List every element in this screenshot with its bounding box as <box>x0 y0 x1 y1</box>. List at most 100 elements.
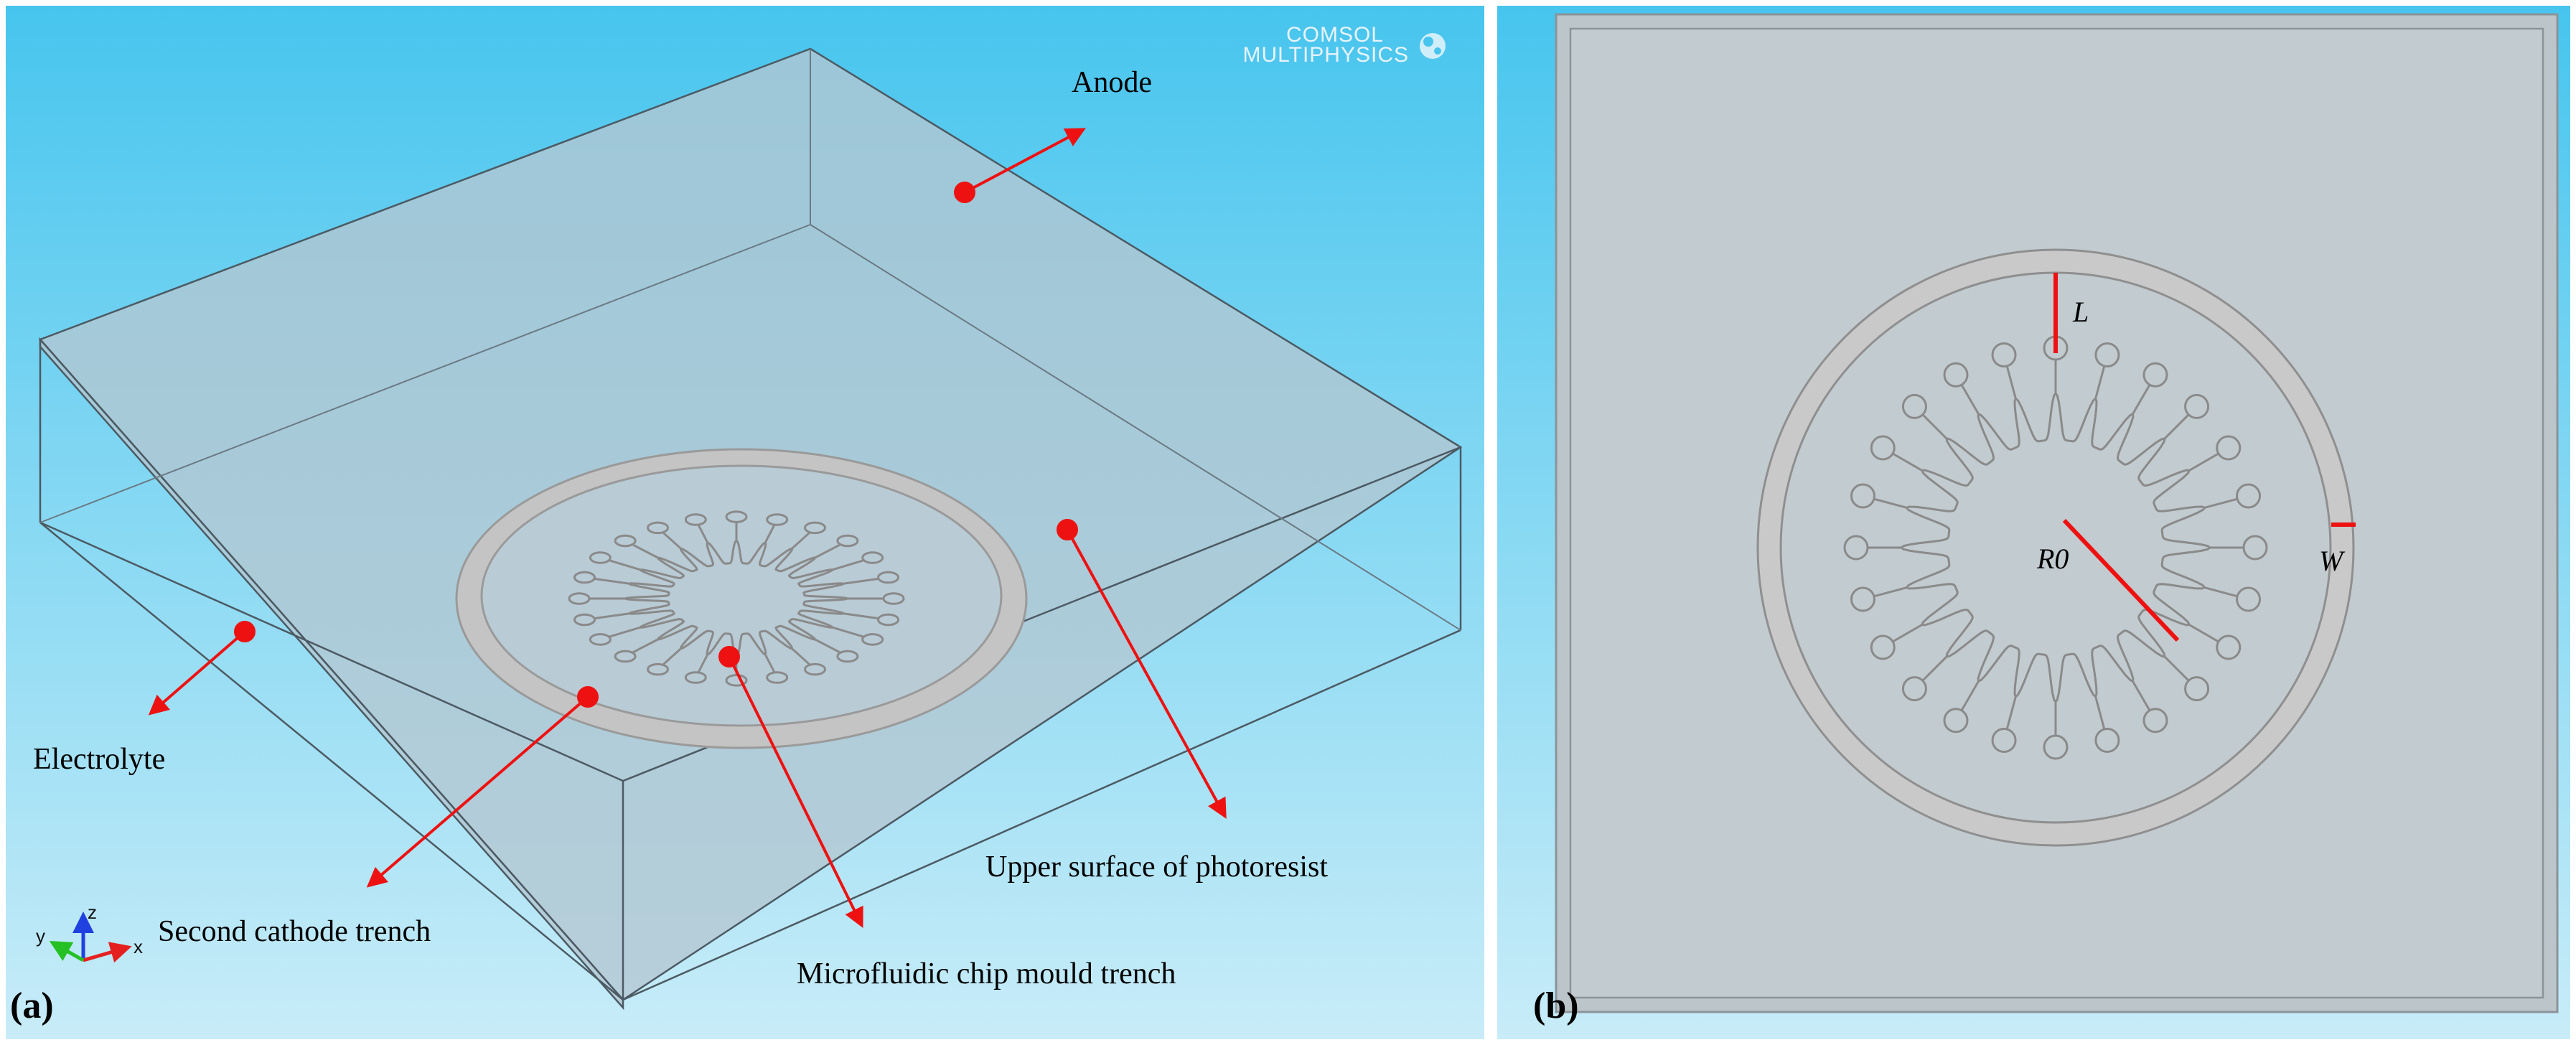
mould-stem <box>697 524 709 543</box>
callout-mould-trench-dot <box>718 646 740 667</box>
mould-stem <box>609 626 641 638</box>
svg-text:MULTIPHYSICS: MULTIPHYSICS <box>1243 43 1409 67</box>
mould-chamber <box>568 592 591 605</box>
mould-chamber <box>647 521 669 535</box>
label-W: W <box>2319 545 2346 577</box>
mould-stem <box>632 638 659 654</box>
mould-chamber <box>836 534 859 548</box>
axis-z-label: z <box>88 901 97 923</box>
axis-y-label: y <box>36 925 45 947</box>
mould-chamber <box>2216 435 2242 461</box>
callout-upper-surface-dot <box>1057 519 1078 540</box>
dimension-R0 <box>2062 518 2180 642</box>
mould-chamber <box>589 633 612 646</box>
mould-chamber <box>647 662 669 676</box>
label-electrolyte: Electrolyte <box>33 743 165 776</box>
mould-chamber <box>614 534 637 548</box>
mould-stem <box>697 654 709 673</box>
mould-stem <box>1892 624 1923 643</box>
mould-stem <box>2132 384 2151 415</box>
mould-chamber <box>1870 634 1896 660</box>
svg-text:COMSOL: COMSOL <box>1286 23 1384 47</box>
mould-stem <box>2132 680 2151 711</box>
mould-stem <box>662 647 682 666</box>
mould-stem <box>1873 497 1907 509</box>
mould-stem <box>594 577 629 585</box>
panel-b: L W R0 (b) <box>1497 6 2570 1039</box>
callout-electrolyte-dot <box>234 621 256 642</box>
mould-chamber <box>1850 586 1875 612</box>
mould-stem <box>2204 586 2238 598</box>
mould-chamber <box>861 633 884 646</box>
label-L: L <box>2072 296 2089 328</box>
mould-stem <box>594 612 629 620</box>
comsol-logo-icon: COMSOL MULTIPHYSICS <box>1243 23 1446 67</box>
mould-chamber <box>804 662 826 676</box>
mould-chamber <box>2094 342 2120 367</box>
mould-chamber <box>882 592 905 605</box>
mould-stem <box>1921 413 1948 440</box>
mould-chamber <box>2236 483 2262 509</box>
mould-chamber <box>766 513 789 526</box>
microfluidic-mould-pattern-b <box>1843 335 2268 760</box>
mould-chamber <box>2236 586 2262 612</box>
axis-x-label: x <box>134 936 143 957</box>
mould-stem <box>632 543 659 559</box>
mould-stem <box>832 626 864 638</box>
mould-chamber <box>836 650 859 663</box>
mould-chamber <box>766 671 789 684</box>
mould-stem <box>2188 452 2219 472</box>
mould-chamber <box>1991 728 2017 754</box>
callout-electrolyte <box>148 630 246 716</box>
mould-chamber <box>614 650 637 663</box>
second-cathode-trench <box>455 448 1028 749</box>
mould-stem <box>2094 696 2106 730</box>
mould-stem <box>791 531 811 550</box>
mould-chamber <box>877 571 900 584</box>
mould-stem <box>832 559 864 571</box>
mould-stem <box>2005 696 2017 730</box>
mould-stem <box>662 531 682 550</box>
mould-stem <box>843 577 879 585</box>
mould-stem <box>2188 624 2219 643</box>
mould-chamber <box>573 613 596 627</box>
mould-stem <box>1892 452 1923 472</box>
mould-stem <box>843 612 879 620</box>
mould-stem <box>1873 586 1907 598</box>
mould-chamber <box>1870 435 1896 461</box>
mould-chamber <box>725 510 748 523</box>
callout-second-cathode <box>366 695 589 888</box>
mould-chamber <box>1901 393 1927 419</box>
mould-stem <box>764 654 776 673</box>
mould-chamber <box>2216 634 2242 660</box>
mould-chamber <box>725 674 748 687</box>
mould-chamber <box>573 571 596 584</box>
mould-stem <box>1921 655 1948 682</box>
label-second-cathode: Second cathode trench <box>158 915 431 948</box>
label-mould-trench: Microfluidic chip mould trench <box>797 957 1176 990</box>
mould-stem <box>2163 655 2190 682</box>
mould-stem <box>1960 384 1980 415</box>
label-anode: Anode <box>1072 66 1152 99</box>
mould-chamber <box>2043 734 2069 760</box>
callout-anode-dot <box>954 182 975 203</box>
mould-chamber <box>877 613 900 627</box>
mould-stem <box>814 543 841 559</box>
mould-stem <box>2204 497 2238 509</box>
mould-stem <box>2094 365 2106 399</box>
mould-chamber <box>2142 708 2168 734</box>
mould-stem <box>1960 680 1980 711</box>
mould-chamber <box>1943 362 1969 388</box>
panel-a-tag: (a) <box>10 985 54 1026</box>
mould-stem <box>2163 413 2190 440</box>
mould-chamber <box>2242 535 2268 561</box>
mould-chamber <box>1991 342 2017 367</box>
panel-a: Anode Electrolyte Upper surface of photo… <box>6 6 1484 1039</box>
callout-second-cathode-dot <box>577 686 599 708</box>
mould-chamber <box>1850 483 1875 509</box>
mould-chamber <box>2184 676 2210 702</box>
mould-stem <box>2005 365 2017 399</box>
panel-a-svg: Anode Electrolyte Upper surface of photo… <box>6 6 1484 1039</box>
mould-chamber <box>684 513 707 526</box>
mould-chamber <box>2184 393 2210 419</box>
